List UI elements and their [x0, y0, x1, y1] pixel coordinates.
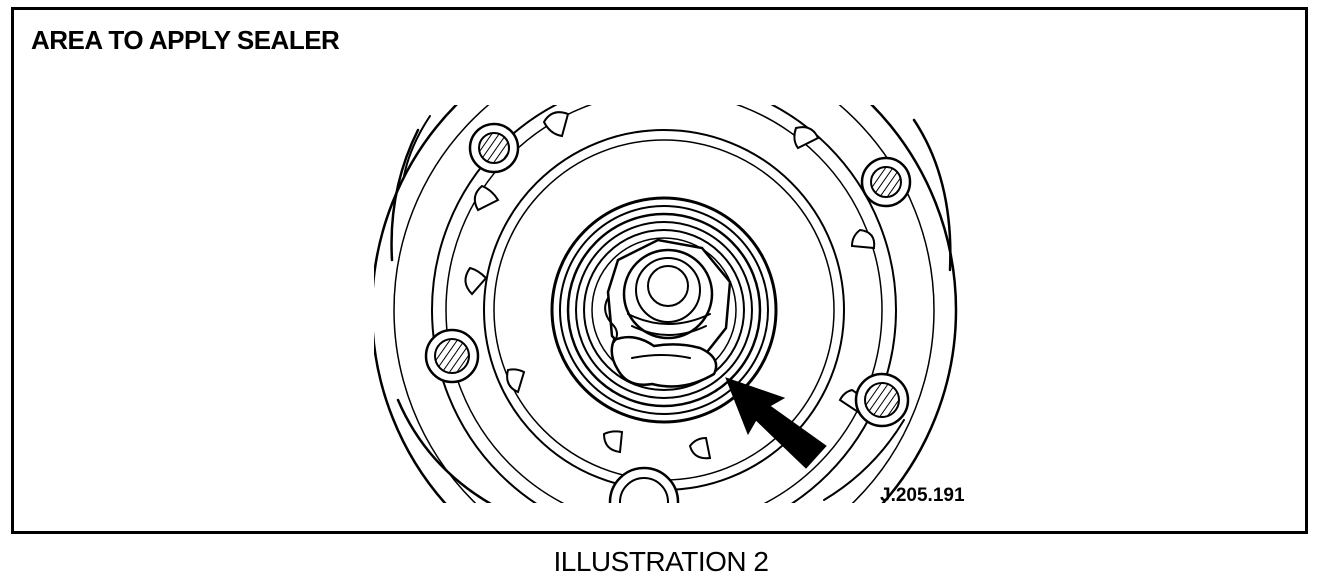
sealer-bead [610, 335, 718, 388]
stud-inner [647, 265, 689, 307]
flange-ring-3 [431, 105, 897, 503]
seal-ring-4 [575, 221, 753, 399]
seal-ring-1 [550, 196, 778, 424]
seal-ring-5 [583, 229, 745, 391]
seal-ring-2 [559, 205, 769, 415]
figure-frame: AREA TO APPLY SEALER [11, 7, 1308, 534]
bolt-hole-2 [860, 156, 912, 208]
outer-flange-ring [374, 105, 958, 503]
sealer-area-arrow-icon [725, 377, 827, 469]
drawing-reference-code: J.205.191 [880, 485, 965, 506]
stud-mid [635, 257, 701, 323]
illustration-caption: ILLUSTRATION 2 [553, 546, 769, 577]
bolt-hole-1 [468, 122, 520, 174]
seal-ring-3 [566, 212, 762, 408]
hub-drawing [374, 105, 958, 503]
figure-title: AREA TO APPLY SEALER [31, 25, 340, 55]
stud-outer [622, 248, 714, 340]
bolt-hole-4 [854, 372, 910, 428]
bolt-hole-3 [424, 328, 480, 384]
bottom-hole [608, 466, 680, 503]
flange-ring-4 [445, 105, 883, 503]
flange-ring-2 [393, 105, 935, 503]
